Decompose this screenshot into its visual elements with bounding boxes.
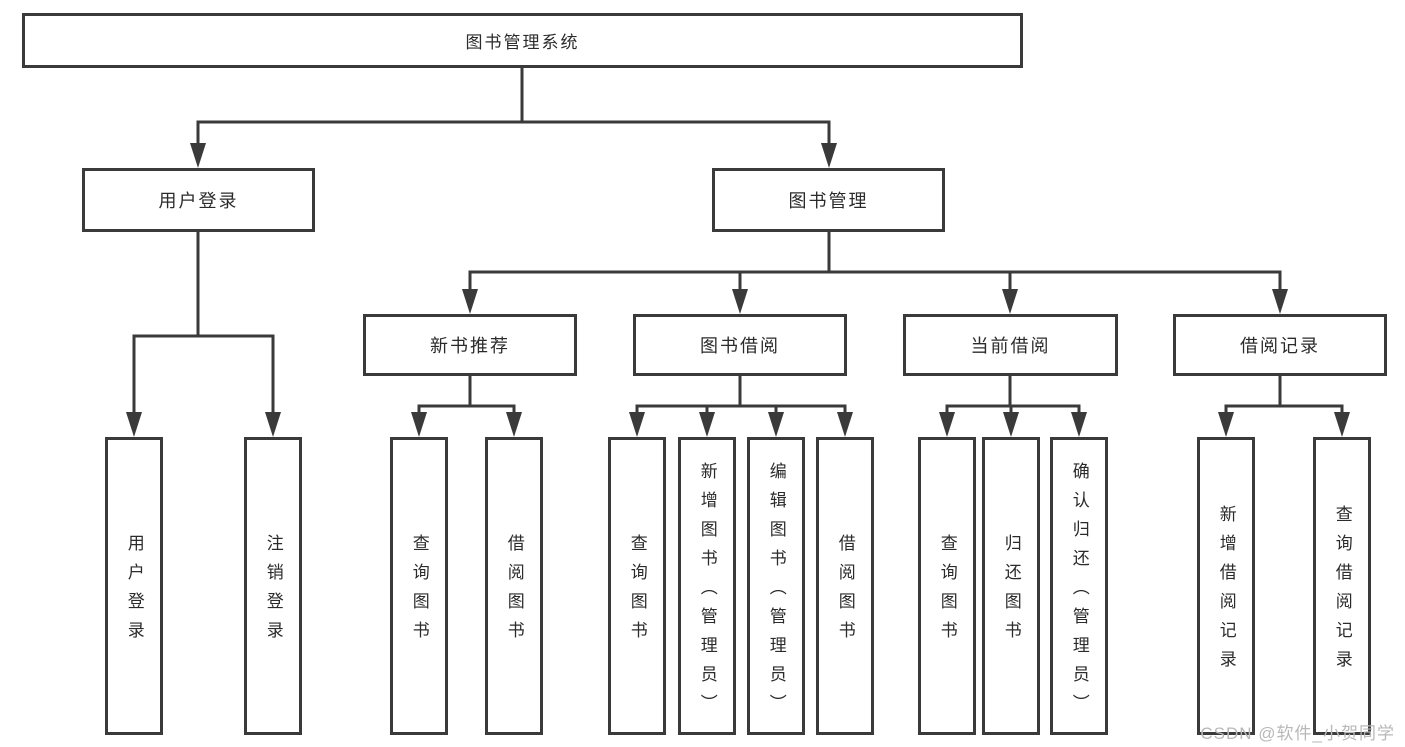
leaf-label: 用户登录 [124,534,144,650]
node-user-login: 用户登录 [82,168,315,232]
node-label: 图书借阅 [700,336,780,356]
leaf-return-book: 归还图书 [982,437,1040,735]
leaf-label: 确认归还（管理员） [1069,461,1089,723]
leaf-logout: 注销登录 [244,437,302,735]
leaf-query-books-recommend: 查询图书 [390,437,448,735]
leaf-confirm-return-admin: 确认归还（管理员） [1050,437,1108,735]
node-library-management-system: 图书管理系统 [22,13,1023,68]
leaf-edit-book-admin: 编辑图书（管理员） [747,437,805,735]
node-new-book-recommendation: 新书推荐 [363,314,577,376]
node-label: 图书管理 [788,191,869,211]
leaf-label: 查询图书 [409,534,429,650]
leaf-query-books-borrowing: 查询图书 [608,437,666,735]
leaf-add-book-admin: 新增图书（管理员） [678,437,736,735]
leaf-label: 注销登录 [263,534,283,650]
node-book-borrowing: 图书借阅 [633,314,847,376]
leaf-query-books-current: 查询图书 [918,437,976,735]
node-label: 新书推荐 [430,336,510,356]
leaf-label: 查询图书 [937,534,957,650]
leaf-user-login: 用户登录 [105,437,163,735]
leaf-query-borrow-record: 查询借阅记录 [1313,437,1371,735]
leaf-label: 查询图书 [627,534,647,650]
node-label: 用户登录 [158,191,239,211]
node-borrowing-records: 借阅记录 [1173,314,1387,376]
leaf-label: 编辑图书（管理员） [766,461,786,723]
node-book-management: 图书管理 [712,168,945,232]
node-label: 当前借阅 [970,336,1051,356]
node-label: 借阅记录 [1240,336,1320,356]
leaf-label: 借阅图书 [835,534,855,650]
node-current-borrowing: 当前借阅 [903,314,1118,376]
leaf-label: 新增借阅记录 [1216,505,1236,679]
leaf-label: 查询借阅记录 [1332,505,1352,679]
leaf-label: 借阅图书 [504,534,524,650]
leaf-label: 归还图书 [1001,534,1021,650]
leaf-label: 新增图书（管理员） [697,461,717,723]
leaf-borrow-books-recommend: 借阅图书 [485,437,543,735]
leaf-borrow-books-borrowing: 借阅图书 [816,437,874,735]
watermark: CSDN @软件_小贺同学 [1200,724,1395,743]
node-label: 图书管理系统 [465,33,580,52]
leaf-add-borrow-record: 新增借阅记录 [1197,437,1255,735]
